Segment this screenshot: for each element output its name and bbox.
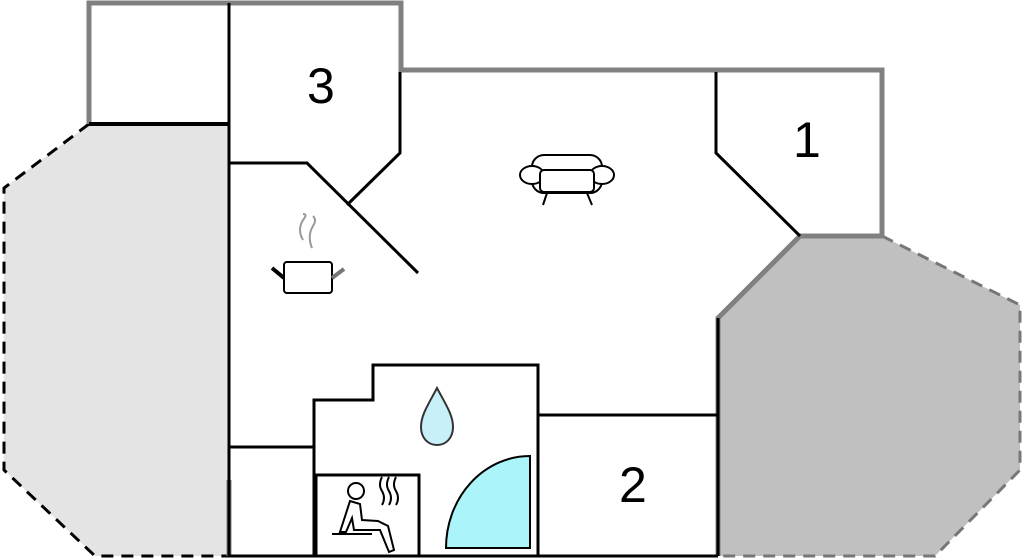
terrace-left — [4, 124, 229, 556]
cooking-pot-icon — [270, 213, 346, 294]
shower-icon — [444, 454, 531, 549]
water-drop-icon — [419, 385, 455, 447]
terrace-left-dashed-edge — [2, 122, 229, 558]
sofa-icon — [519, 154, 615, 206]
room-label-2: 2 — [619, 457, 647, 513]
terrace-right — [718, 236, 1020, 556]
room-label-1: 1 — [793, 112, 821, 168]
room-label-3: 3 — [307, 58, 335, 114]
terrace-right-dashed-edge — [718, 234, 1022, 558]
sauna-icon — [332, 476, 399, 554]
inner-walls — [89, 3, 802, 558]
